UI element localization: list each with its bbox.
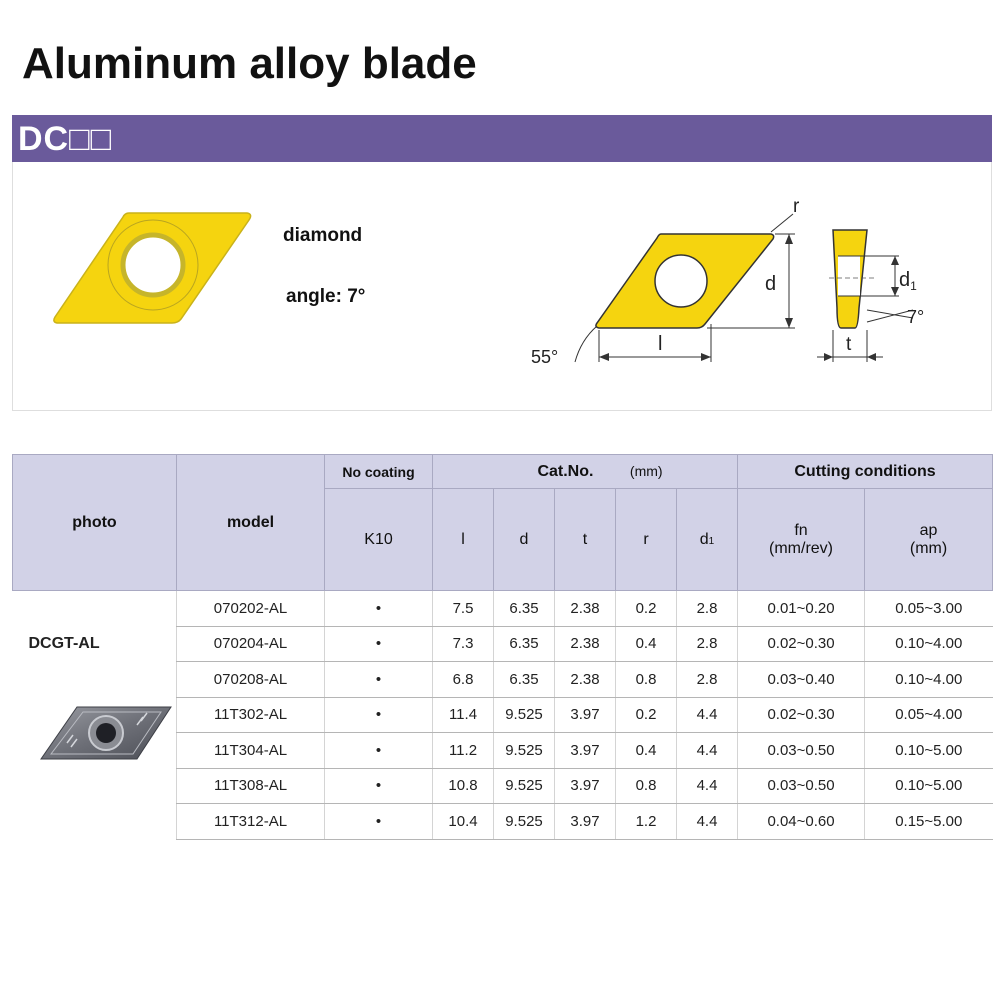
dim-7: 7° <box>907 307 924 327</box>
shape-angle: angle: 7° <box>286 286 366 307</box>
dim-d1: d <box>899 269 910 291</box>
shape-name: diamond <box>283 225 363 246</box>
insert-shape-illustration <box>53 212 252 324</box>
dimension-drawing: r d l 55° d1 7° t <box>531 196 924 367</box>
header-d: d <box>493 488 555 591</box>
header-l: l <box>432 488 494 591</box>
series-label: DC□□ <box>18 120 113 158</box>
table-row: 11T308-AL • 10.8 9.525 3.97 0.8 4.4 0.03… <box>13 768 993 804</box>
dim-l: l <box>658 333 662 355</box>
table-row: DCGT-AL 070202-AL • 7.5 6.35 <box>13 590 993 760</box>
insert-photo <box>39 706 172 760</box>
header-t: t <box>554 488 616 591</box>
header-catno: Cat.No. (mm) <box>431 454 739 489</box>
page-title: Aluminum alloy blade <box>22 39 477 88</box>
table-row: 11T304-AL • 11.2 9.525 3.97 0.4 4.4 0.03… <box>13 732 993 769</box>
dim-d: d <box>765 273 776 295</box>
dim-d1-sub: 1 <box>910 279 917 293</box>
header-cutting: Cutting conditions <box>737 454 994 489</box>
table-row: 070204-AL • 7.3 6.35 2.38 0.4 2.8 0.02~0… <box>13 626 993 662</box>
table-row: 070208-AL • 6.8 6.35 2.38 0.8 2.8 0.03~0… <box>13 661 993 698</box>
header-d1: d1 <box>675 488 739 591</box>
header-coating: No coating <box>324 454 433 489</box>
insert-info-panel: diamond angle: 7° r d l 55° d1 <box>12 162 992 411</box>
spec-table: photo model No coating Cat.No. (mm) Cutt… <box>12 454 994 840</box>
dim-t: t <box>846 334 852 355</box>
dim-55: 55° <box>531 347 558 367</box>
header-ap: ap(mm) <box>864 488 994 591</box>
header-mm: (mm) <box>629 462 663 479</box>
header-photo: photo <box>12 454 177 591</box>
header-fn: fn(mm/rev) <box>737 488 866 591</box>
table-row: 11T312-AL • 10.4 9.525 3.97 1.2 4.4 0.04… <box>13 803 993 840</box>
table-row: 11T302-AL • 11.4 9.525 3.97 0.2 4.4 0.02… <box>13 697 993 733</box>
series-band: DC□□ <box>12 115 992 162</box>
header-catno-label: Cat.No. <box>537 462 594 480</box>
photo-cell: DCGT-AL <box>13 591 177 840</box>
svg-text:d1: d1 <box>899 269 917 293</box>
product-name: DCGT-AL <box>28 635 100 652</box>
header-model: model <box>176 454 325 591</box>
dim-r: r <box>793 196 800 217</box>
header-r: r <box>615 488 677 591</box>
header-k10: K10 <box>324 488 433 591</box>
